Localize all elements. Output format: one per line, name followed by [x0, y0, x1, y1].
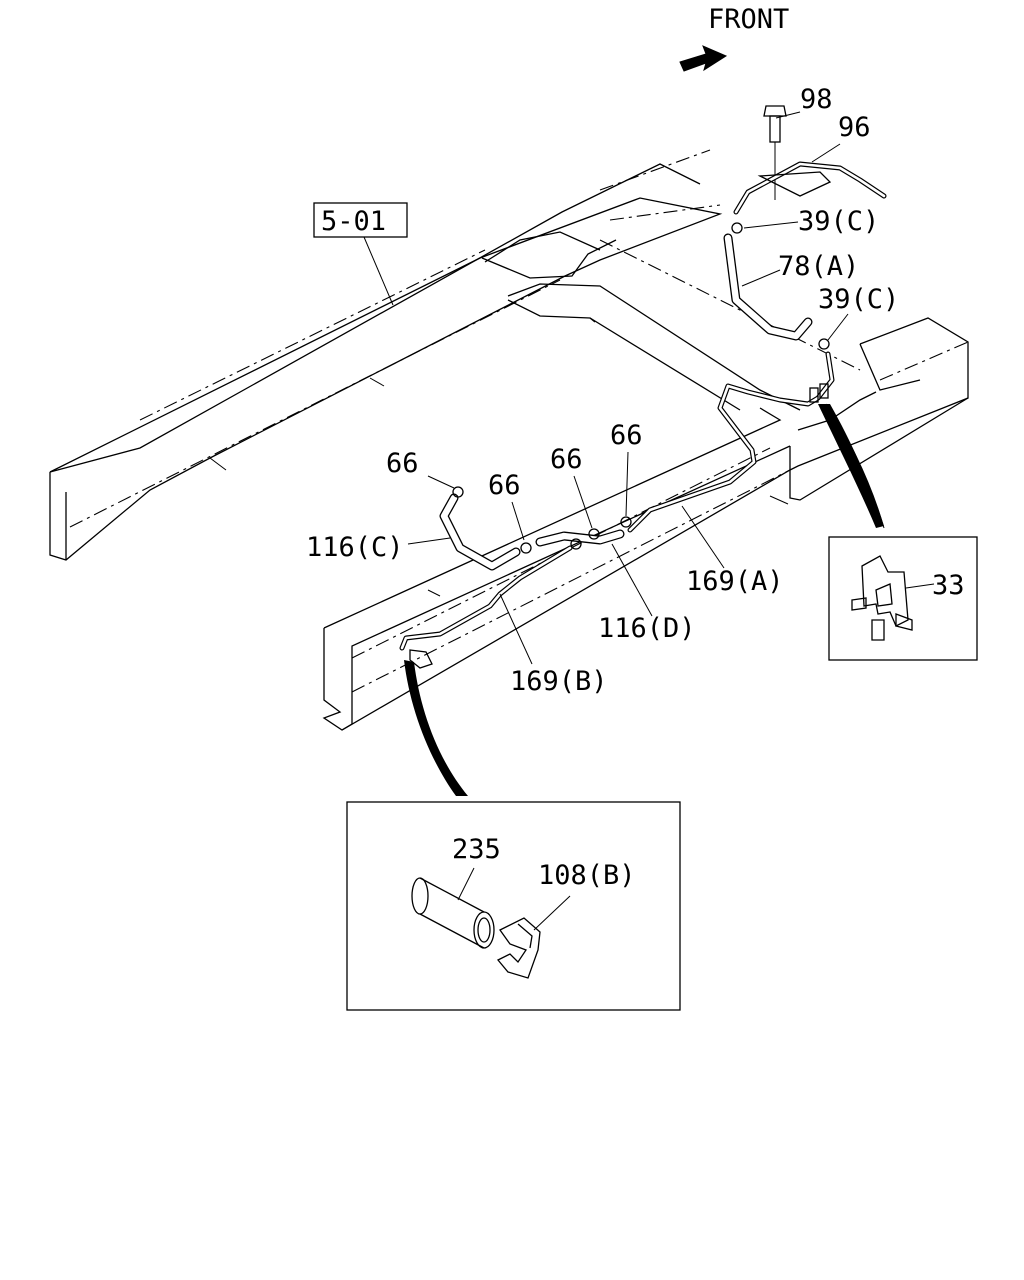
callout-39c-lower: 39(C) [818, 284, 899, 315]
pipe-clips [809, 383, 829, 403]
callout-169a: 169(A) [686, 566, 784, 597]
detail-pointer-235 [404, 660, 468, 796]
callout-66-1: 66 [386, 448, 419, 479]
sleeve-235-drawing [411, 867, 495, 949]
detail-box-235 [346, 801, 681, 1011]
callout-66-3: 66 [550, 444, 583, 475]
callout-66-2: 66 [488, 470, 521, 501]
front-label: FRONT [708, 4, 789, 35]
clip-upper [731, 222, 743, 234]
clip-33-drawing [851, 555, 935, 641]
callout-96: 96 [838, 112, 871, 143]
detail-box-33 [828, 536, 978, 661]
reference-leader [363, 236, 394, 306]
callout-116c: 116(C) [306, 532, 404, 563]
callout-98: 98 [800, 84, 833, 115]
reference-box [313, 202, 408, 238]
mounting-bracket [733, 105, 887, 215]
callout-235: 235 [452, 834, 501, 865]
frame-rail-left [49, 149, 723, 561]
detail-pointer-33 [818, 404, 884, 528]
callout-78a: 78(A) [778, 251, 859, 282]
clamps [427, 451, 632, 554]
callout-33: 33 [932, 570, 965, 601]
clip-lower [818, 338, 830, 350]
retainer-108b-drawing [496, 895, 571, 979]
callout-116d: 116(D) [598, 613, 696, 644]
front-arrow-icon [679, 45, 728, 72]
callout-66-4: 66 [610, 420, 643, 451]
callout-39c-upper: 39(C) [798, 206, 879, 237]
callout-108b: 108(B) [538, 860, 636, 891]
reference-box-label: 5-01 [321, 206, 386, 237]
callout-169b: 169(B) [510, 666, 608, 697]
